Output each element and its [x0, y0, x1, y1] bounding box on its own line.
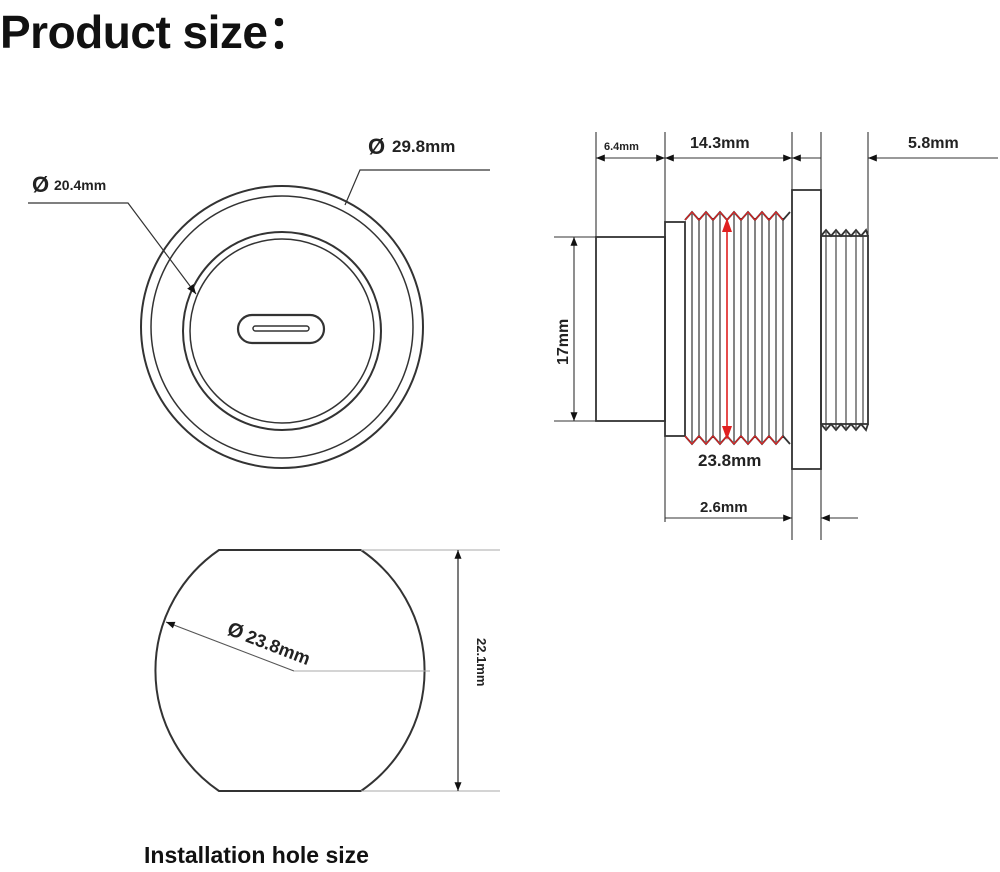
- thread-diameter-label: 23.8mm: [698, 451, 761, 470]
- rear-thread-base: [820, 235, 869, 425]
- installation-hole-dimensions: [165, 549, 500, 792]
- outer-ring: [140, 185, 424, 469]
- body-height-label: 17mm: [555, 319, 572, 365]
- rear-thread-bottom: [820, 422, 869, 432]
- outer-diameter-symbol: Ø: [368, 134, 385, 159]
- front-view-dimensions: [28, 169, 490, 295]
- outer-diameter-leader: [344, 169, 490, 206]
- rear-thread-lines: [825, 232, 864, 428]
- thread-diameter-highlight: [684, 211, 784, 445]
- thread-shoulder: [664, 221, 686, 437]
- usb-c-port: [236, 313, 326, 345]
- page-title: Product size：: [0, 6, 314, 58]
- rear-thread-top: [820, 228, 869, 238]
- inner-diameter-label: 20.4mm: [54, 177, 106, 193]
- hole-diameter-label: 23.8mm: [243, 626, 313, 669]
- outer-ring-inner-edge: [150, 195, 414, 459]
- rear-thread-length-label: 5.8mm: [908, 135, 959, 152]
- installation-hole-caption: Installation hole size: [144, 842, 369, 868]
- hole-diameter-annotation: Ø 23.8mm: [224, 618, 313, 669]
- usb-c-tongue: [252, 325, 310, 332]
- hole-diameter-symbol: Ø: [224, 618, 246, 644]
- outer-diameter-label: 29.8mm: [392, 137, 455, 156]
- side-view: [595, 189, 869, 470]
- inner-diameter-leader: [28, 202, 197, 295]
- body-length-label: 6.4mm: [604, 141, 639, 153]
- inner-cap-edge: [189, 238, 375, 424]
- hole-width-label: 22.1mm: [474, 638, 489, 686]
- flange: [791, 189, 822, 470]
- inner-cap: [182, 231, 382, 431]
- side-view-dimensions: [554, 132, 998, 540]
- front-view: [140, 185, 424, 469]
- hole-radius-line: [165, 621, 295, 672]
- connector-body: [595, 236, 666, 422]
- inner-diameter-symbol: Ø: [32, 172, 49, 197]
- main-thread-lines: [691, 214, 784, 442]
- flange-thickness-label: 2.6mm: [700, 499, 748, 516]
- thread-length-label: 14.3mm: [690, 135, 750, 152]
